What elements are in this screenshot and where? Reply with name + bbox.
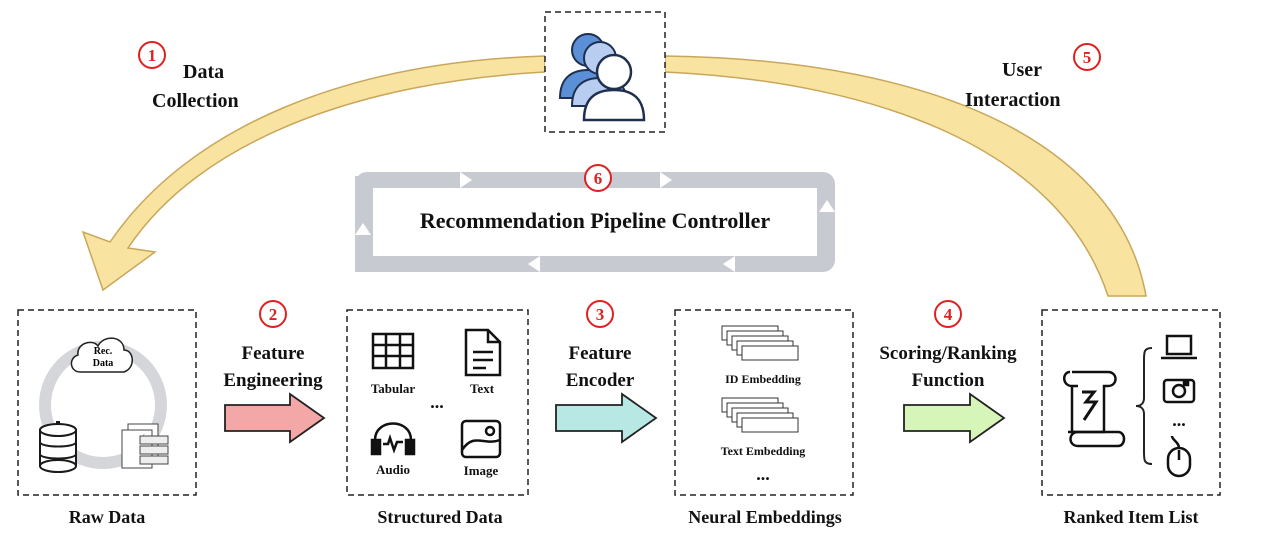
controller-ring — [355, 172, 835, 272]
svg-text:5: 5 — [1083, 48, 1092, 67]
raw-data-box — [17, 309, 197, 496]
database-icon — [39, 421, 77, 473]
ranked-ellipsis: ... — [1172, 410, 1186, 430]
svg-text:Encoder: Encoder — [566, 370, 635, 391]
svg-text:Engineering: Engineering — [223, 370, 323, 391]
laptop-icon — [1161, 334, 1197, 360]
image-icon — [460, 419, 502, 459]
table-icon — [371, 332, 415, 370]
step-4-label: 4 Scoring/Ranking Function — [879, 300, 1017, 391]
svg-text:6: 6 — [594, 169, 603, 188]
svg-text:User: User — [1002, 59, 1042, 81]
cloud-icon: Rec. Data — [70, 337, 133, 373]
headphones-icon — [370, 422, 416, 456]
arrow-scoring — [903, 392, 1006, 444]
svg-text:4: 4 — [944, 305, 953, 324]
svg-text:3: 3 — [596, 305, 605, 324]
text-embedding-stack — [721, 397, 799, 433]
document-stack-icon: √ — [121, 423, 169, 469]
step-1-label: 1 Data Collection — [138, 41, 239, 112]
step-2-label: 2 Feature Engineering — [223, 300, 323, 391]
ranked-list-box — [1041, 309, 1221, 496]
id-embedding-stack — [721, 325, 799, 361]
feedback-arrow-left — [81, 55, 546, 292]
raw-data-title: Raw Data — [69, 507, 146, 527]
id-embedding-label: ID Embedding — [725, 372, 801, 386]
structured-ellipsis: ... — [430, 392, 444, 412]
camera-icon — [1162, 378, 1196, 404]
controller-label: Recommendation Pipeline Controller — [420, 208, 771, 233]
step-5-label: 5 User Interaction — [965, 43, 1101, 111]
arrow-feature-engineering — [224, 392, 326, 444]
audio-label: Audio — [376, 462, 410, 477]
users-icon — [558, 33, 646, 122]
svg-text:Rec.: Rec. — [94, 346, 113, 357]
svg-text:Collection: Collection — [152, 90, 239, 112]
scroll-icon — [1063, 370, 1126, 448]
svg-text:Data: Data — [93, 358, 114, 369]
structured-data-box — [346, 309, 529, 496]
tabular-label: Tabular — [371, 381, 416, 396]
image-label: Image — [464, 463, 499, 478]
text-embedding-label: Text Embedding — [721, 444, 806, 458]
mouse-icon — [1166, 435, 1192, 478]
svg-text:Scoring/Ranking: Scoring/Ranking — [879, 343, 1017, 364]
ranked-item-list-title: Ranked Item List — [1063, 507, 1198, 527]
svg-text:1: 1 — [148, 46, 157, 65]
svg-text:Data: Data — [183, 61, 224, 83]
step-3-label: 3 Feature Encoder — [566, 300, 635, 391]
svg-text:Interaction: Interaction — [965, 89, 1061, 111]
svg-text:Feature: Feature — [569, 343, 632, 364]
structured-data-title: Structured Data — [377, 507, 502, 527]
svg-text:2: 2 — [269, 305, 278, 324]
document-icon — [464, 328, 502, 377]
neural-ellipsis: ... — [756, 464, 770, 484]
feedback-arrow-right — [664, 55, 1147, 297]
text-label: Text — [470, 381, 495, 396]
svg-text:Function: Function — [912, 370, 985, 391]
arrow-feature-encoder — [555, 392, 658, 444]
svg-text:Feature: Feature — [242, 343, 305, 364]
step-6-label: 6 — [584, 164, 612, 192]
list-brace — [1135, 347, 1153, 465]
neural-embeddings-box — [674, 309, 854, 496]
neural-embeddings-title: Neural Embeddings — [688, 507, 842, 527]
